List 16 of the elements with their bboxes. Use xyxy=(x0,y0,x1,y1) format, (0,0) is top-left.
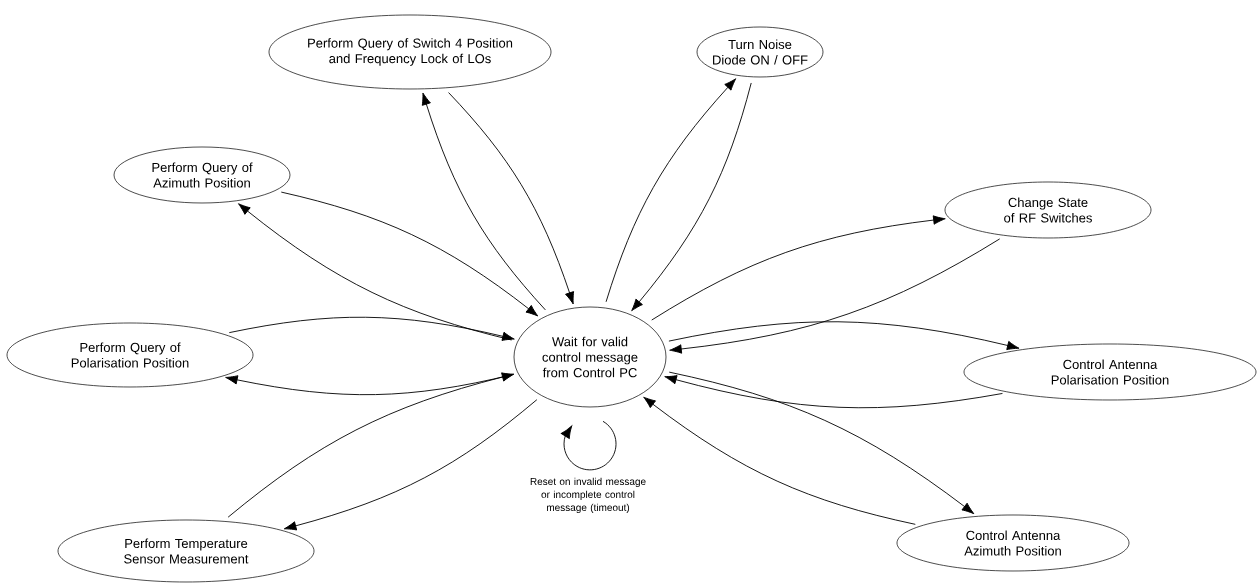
arrow xyxy=(228,316,515,341)
loop-arrow xyxy=(560,420,617,471)
arrow xyxy=(421,92,546,311)
arrow xyxy=(280,191,539,317)
arrow xyxy=(664,375,1003,409)
arrow xyxy=(643,396,916,525)
arrow xyxy=(651,215,946,321)
arrow xyxy=(283,399,538,531)
arrow xyxy=(631,82,752,312)
arrow xyxy=(448,92,575,305)
arrow xyxy=(668,371,975,515)
arrow xyxy=(227,372,515,518)
arrow xyxy=(668,321,1020,351)
arrow xyxy=(605,78,737,303)
edge-label: Reset on invalid message or incomplete control message (timeout) xyxy=(530,477,646,513)
arrow xyxy=(669,238,1001,354)
